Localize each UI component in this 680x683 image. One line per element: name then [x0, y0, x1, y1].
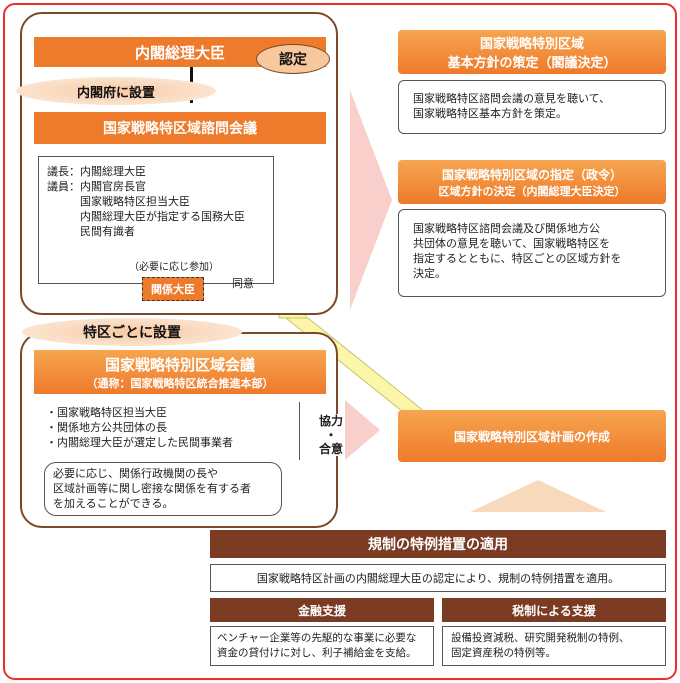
basic-policy-subtitle: 基本方針の策定（閣議決定） — [447, 56, 617, 71]
council-title: 国家戦略特区域諮問会議 — [34, 112, 326, 144]
designation-body-line: 指定するとともに、特区ごとの区域方針を — [413, 252, 622, 265]
basic-policy-title: 国家戦略特別区域 — [479, 37, 584, 52]
finance-body: ベンチャー企業等の先駆的な事業に必要な 資金の貸付けに対し、利子補給金を支給。 — [210, 626, 434, 666]
zone-note: 必要に応じ、関係行政機関の長や 区域計画等に関し密接な関係を有する者 を加えるこ… — [44, 462, 282, 516]
designation-header: 国家戦略特別区域の指定（政令） 区域方針の決定（内閣総理大臣決定） — [398, 160, 666, 204]
agreement-word: 合意 — [318, 442, 343, 456]
cooperation-label: 協力 ・ 合意 — [318, 414, 344, 456]
basic-policy-header: 国家戦略特別区域 基本方針の策定（閣議決定） — [398, 30, 666, 74]
certify-badge: 認定 — [256, 44, 330, 74]
member-line: 民間有識者 — [47, 225, 135, 238]
member-line: 内閣総理大臣が指定する国務大臣 — [47, 210, 245, 223]
consent-label: 同意 — [232, 277, 254, 290]
member-line: 議長：内閣総理大臣 — [47, 165, 146, 178]
plan-up-triangle — [470, 480, 606, 512]
zone-members: ・国家戦略特区担当大臣 ・関係地方公共団体の長 ・内閣総理大臣が選定した民間事業… — [38, 402, 300, 460]
designation-title: 国家戦略特別区域の指定（政令） — [441, 167, 622, 182]
as-needed-note: （必要に応じ参加） — [129, 262, 219, 273]
regulation-header: 規制の特例措置の適用 — [210, 530, 666, 558]
tax-body-line: 設備投資減税、研究開発税制の特例、 — [451, 632, 630, 644]
finance-body-line: 資金の貸付けに対し、利子補給金を支給。 — [217, 647, 417, 659]
zone-member-line: ・関係地方公共団体の長 — [46, 421, 167, 434]
cooperation-word: 協力 — [318, 414, 343, 428]
designation-body-line: 共団体の意見を聴いて、国家戦略特区を — [413, 237, 611, 250]
tax-body-line: 固定資産税の特例等。 — [451, 647, 556, 659]
regulation-body: 国家戦略特区計画の内閣総理大臣の認定により、規制の特例措置を適用。 — [210, 564, 666, 592]
per-zone-label: 特区ごとに設置 — [22, 318, 242, 346]
council-members: 議長：内閣総理大臣 議員：内閣官房長官 国家戦略特区担当大臣 内閣総理大臣が指定… — [38, 156, 274, 284]
member-line: 国家戦略特区担当大臣 — [47, 195, 190, 208]
designation-subtitle: 区域方針の決定（内閣総理大臣決定） — [438, 184, 626, 198]
zone-meeting-title: 国家戦略特別区域会議 — [104, 355, 255, 374]
zone-note-line: を加えることができる。 — [53, 497, 174, 510]
member-line: 議員：内閣官房長官 — [47, 180, 146, 193]
designation-body-line: 決定。 — [413, 267, 446, 280]
cabinet-office-label: 内閣府に設置 — [16, 77, 216, 105]
tax-header: 税制による支援 — [442, 598, 666, 622]
finance-body-line: ベンチャー企業等の先駆的な事業に必要な — [217, 632, 417, 644]
zone-meeting-header: 国家戦略特別区域会議 （通称：国家戦略特区統合推進本部） — [34, 350, 326, 394]
related-minister-box: 関係大臣 — [142, 277, 204, 301]
designation-body-line: 国家戦略特区諮問会議及び関係地方公 — [413, 222, 600, 235]
finance-header: 金融支援 — [210, 598, 434, 622]
basic-policy-body: 国家戦略特区諮問会議の意見を聴いて、 国家戦略特区基本方針を策定。 — [398, 80, 666, 134]
zone-note-line: 必要に応じ、関係行政機関の長や — [53, 467, 218, 480]
designation-body: 国家戦略特区諮問会議及び関係地方公 共団体の意見を聴いて、国家戦略特区を 指定す… — [398, 209, 666, 297]
zone-note-line: 区域計画等に関し密接な関係を有する者 — [53, 482, 251, 495]
policy-body-line: 国家戦略特区諮問会議の意見を聴いて、 — [413, 92, 611, 105]
cabinet-right-arrow — [350, 90, 392, 310]
cooperation-dot: ・ — [324, 428, 337, 442]
zone-right-arrow — [345, 400, 380, 460]
zone-member-line: ・国家戦略特区担当大臣 — [46, 406, 167, 419]
outer-frame — [3, 3, 677, 680]
policy-body-line: 国家戦略特区基本方針を策定。 — [413, 107, 567, 120]
zone-meeting-subtitle: （通称：国家戦略特区統合推進本部） — [86, 376, 274, 390]
tax-body: 設備投資減税、研究開発税制の特例、 固定資産税の特例等。 — [442, 626, 666, 666]
zone-plan-box: 国家戦略特別区域計画の作成 — [398, 410, 666, 462]
zone-member-line: ・内閣総理大臣が選定した民間事業者 — [46, 436, 233, 449]
